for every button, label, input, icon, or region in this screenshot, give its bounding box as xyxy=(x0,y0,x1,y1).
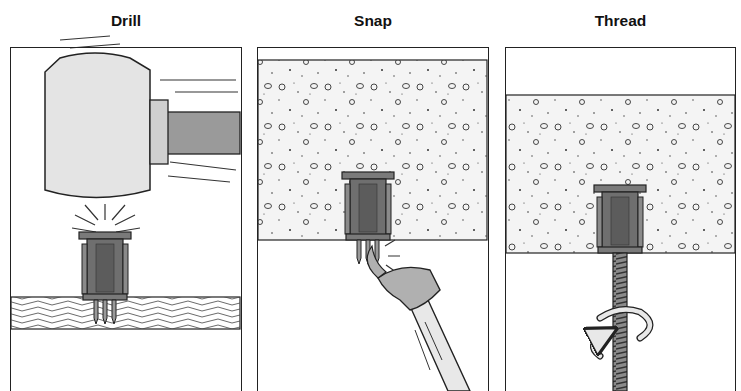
panel-frame: Thread xyxy=(505,47,736,391)
panel-heading: Drill xyxy=(11,12,241,30)
panel-heading: Snap xyxy=(258,12,488,30)
panel-frame: Drill xyxy=(10,47,242,391)
snap-scene xyxy=(258,60,487,391)
panel-heading: Thread xyxy=(506,12,735,30)
thread-scene xyxy=(506,95,735,391)
drill-scene xyxy=(11,36,240,329)
panel-frame: Snap xyxy=(257,47,489,391)
